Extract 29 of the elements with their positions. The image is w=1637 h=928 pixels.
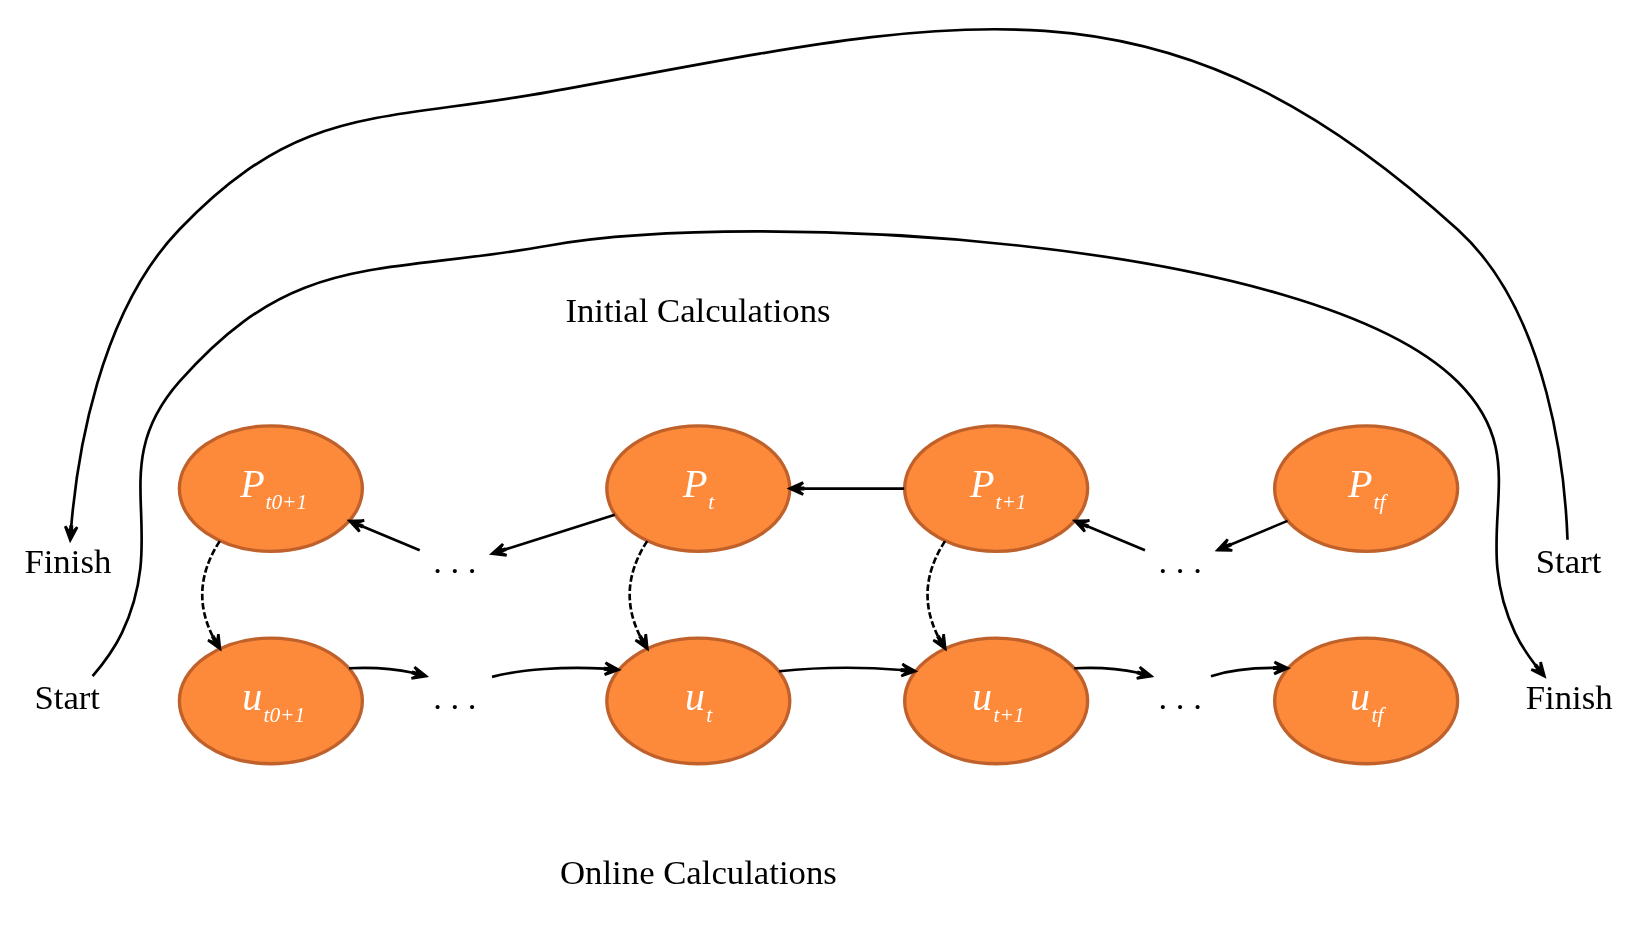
arrow xyxy=(348,518,421,551)
node-ellipse: P$_{tf}$ xyxy=(1272,423,1460,553)
node-text: Start xyxy=(34,677,101,717)
arrow xyxy=(491,660,620,678)
node-text: . . . xyxy=(1158,541,1202,581)
arrow xyxy=(1216,519,1288,552)
label: Online Calculations xyxy=(560,852,837,892)
node-ellipse: P$_{t}$ xyxy=(605,423,792,553)
arrow xyxy=(628,539,649,650)
arrow xyxy=(779,662,917,677)
arrow xyxy=(926,539,947,650)
arrow xyxy=(1074,665,1153,680)
arrow xyxy=(348,665,428,680)
node-ellipse: u$_{t+1}$ xyxy=(903,636,1090,765)
arrow xyxy=(63,27,1569,541)
node-text: . . . xyxy=(433,541,477,581)
arrow xyxy=(91,229,1546,678)
node-text: Finish xyxy=(1525,677,1613,717)
arrow xyxy=(788,480,905,496)
node-text: Start xyxy=(1535,541,1602,581)
label: Initial Calculations xyxy=(565,290,831,330)
arrow xyxy=(1073,518,1146,551)
arrow xyxy=(1210,660,1290,677)
node-ellipse: u$_{t0+1}$ xyxy=(177,636,365,765)
arrow xyxy=(200,539,222,650)
node-text: Finish xyxy=(24,541,112,581)
node-text: . . . xyxy=(433,677,477,717)
node-text: . . . xyxy=(1158,677,1202,717)
arrow xyxy=(490,512,616,557)
